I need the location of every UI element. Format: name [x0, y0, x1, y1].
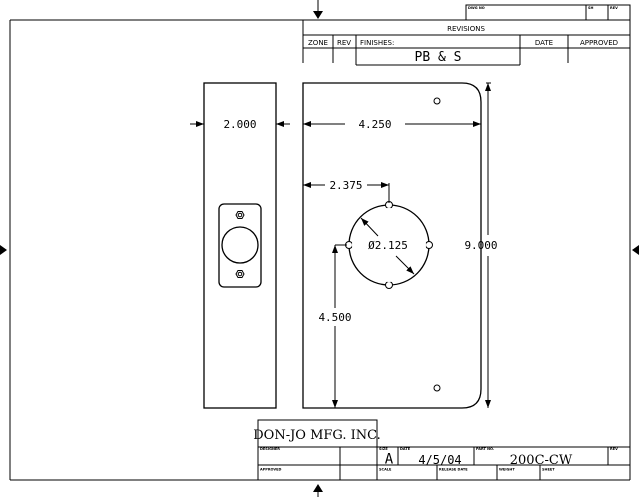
date-value: 4/5/04	[418, 453, 461, 467]
bore-hole	[345, 201, 433, 289]
hole-offset-x-dimension: 2.375	[329, 179, 362, 192]
designer-label: DESIGNER	[260, 447, 280, 451]
screw-icon	[235, 270, 245, 278]
company-name: DON-JO MFG. INC.	[253, 428, 381, 443]
revisions-title: REVISIONS	[447, 25, 485, 33]
edge-width-dimension: 2.000	[223, 118, 256, 131]
approved-header: APPROVED	[580, 39, 618, 47]
rev-top-label: REV	[610, 6, 618, 10]
dwg-no-label: DWG NO	[468, 6, 485, 10]
mounting-hole	[433, 97, 441, 105]
rev-label: REV	[610, 447, 618, 451]
hole-diameter-dimension: Ø2.125	[368, 239, 408, 252]
zone-header: ZONE	[308, 39, 328, 47]
strike-plate	[218, 203, 262, 288]
date-label: DATE	[400, 447, 411, 451]
rev-header: REV	[337, 39, 351, 47]
arrow-right-icon	[0, 245, 7, 255]
sh-label: SH	[588, 6, 594, 10]
hole-offset-y-dimension: 4.500	[318, 311, 351, 324]
title-block: DON-JO MFG. INC. DESIGNER APPROVED SIZE …	[253, 419, 630, 480]
plate-width-dimension: 4.250	[358, 118, 391, 131]
finishes-header: FINISHES:	[360, 39, 394, 47]
size-label: SIZE	[379, 447, 388, 451]
mounting-hole	[433, 384, 441, 392]
part-no-value: 200C-CW	[510, 453, 573, 468]
date-header: DATE	[535, 39, 553, 47]
arrow-down-icon	[313, 11, 323, 19]
revisions-block: DWG NO SH REV REVISIONS ZONE REV FINISHE…	[302, 4, 631, 66]
part-no-label: PART NO.	[476, 447, 494, 451]
screw-icon	[235, 211, 245, 219]
arrow-up-icon	[313, 484, 323, 492]
sheet-label: SHEET	[542, 468, 555, 472]
approved-label: APPROVED	[260, 468, 282, 472]
release-date-label: RELEASE DATE	[439, 468, 468, 472]
drawing-border	[9, 5, 631, 481]
front-view: 4.250 2.375 Ø2.125 9.000 4.500	[302, 82, 498, 409]
plate-height-dimension: 9.000	[464, 239, 497, 252]
size-value: A	[385, 452, 394, 468]
finishes-value: PB & S	[415, 50, 462, 65]
scale-label: SCALE	[379, 468, 392, 472]
latch-hole	[221, 226, 259, 264]
edge-view: 2.000	[190, 82, 290, 409]
weight-label: WEIGHT	[499, 468, 515, 472]
arrow-left-icon	[632, 245, 639, 255]
